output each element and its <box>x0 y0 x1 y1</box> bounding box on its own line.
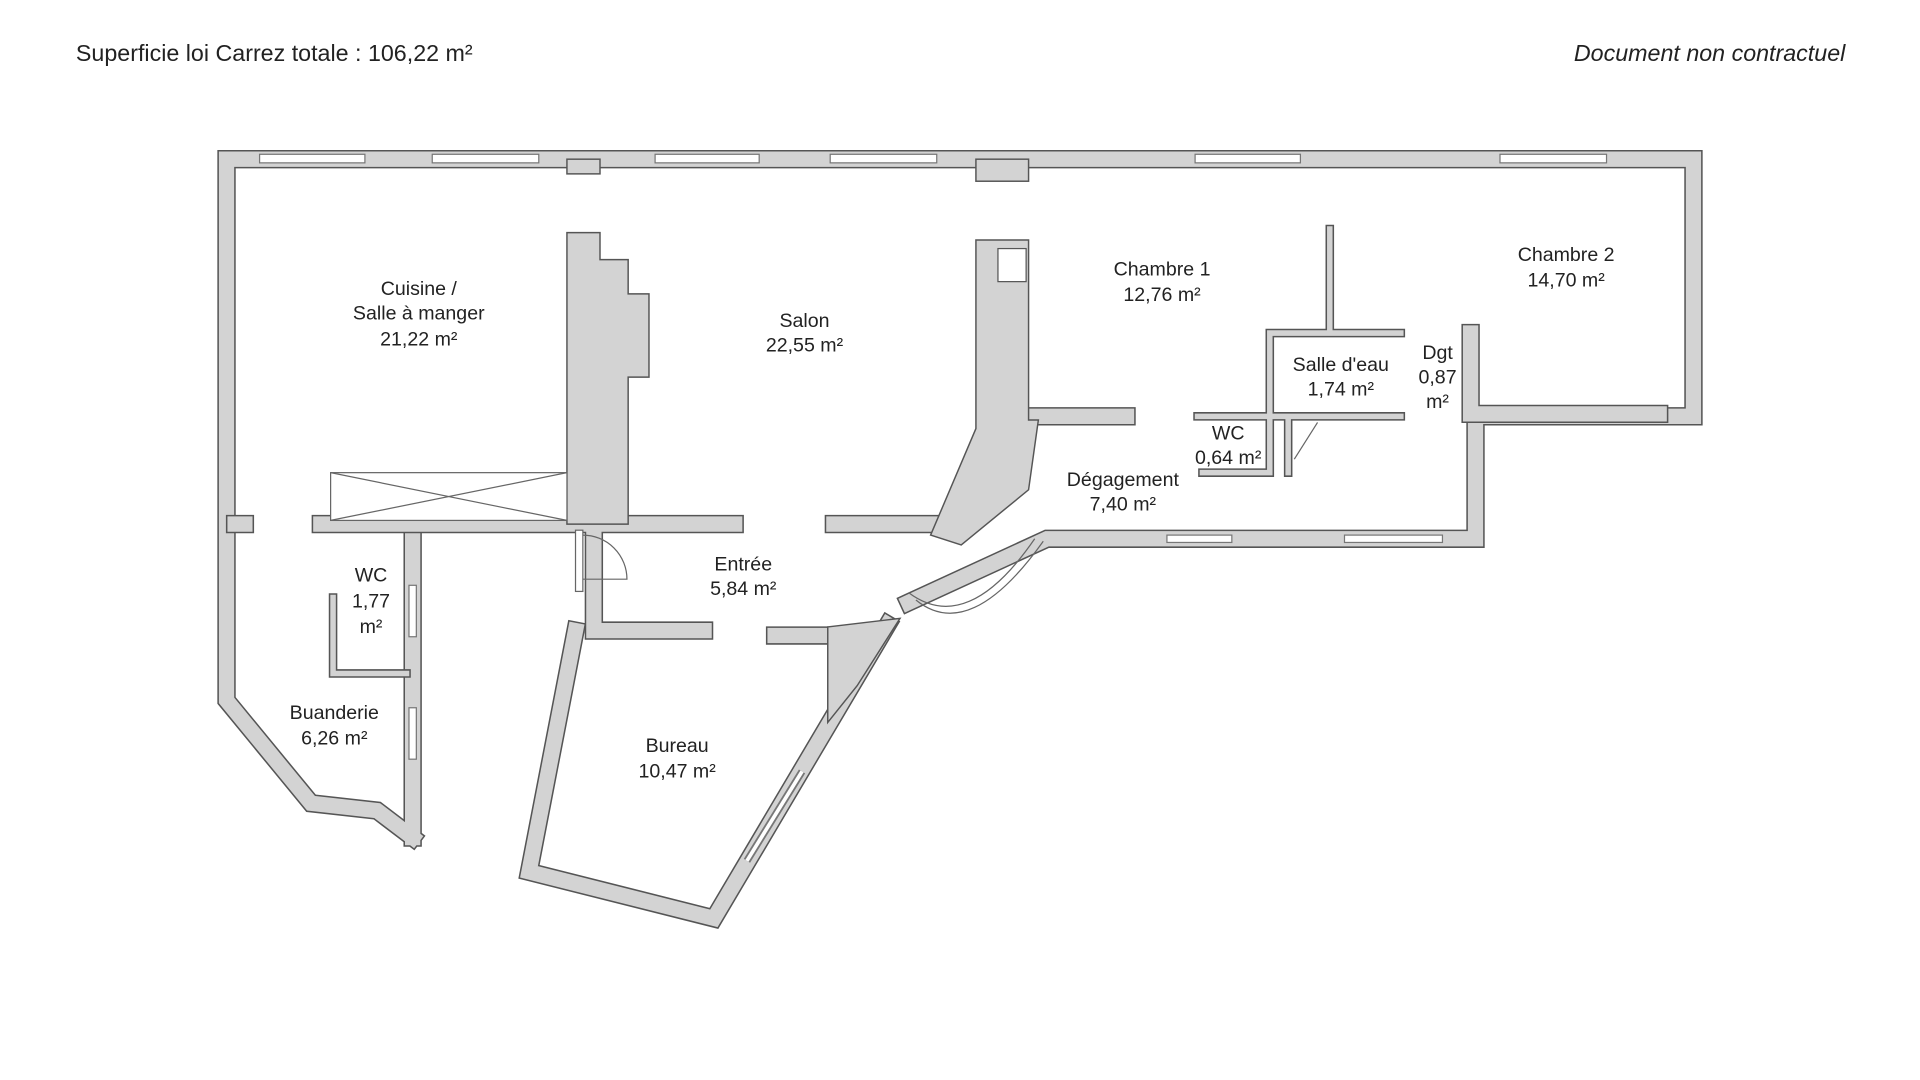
room-unit-dgt: m² <box>1426 391 1449 413</box>
windows <box>258 153 1608 863</box>
room-area-bureau: 10,47 m² <box>639 761 717 783</box>
room-name-cuisine-2: Salle à manger <box>353 303 485 325</box>
room-name-wc2: WC <box>1212 423 1245 445</box>
room-name-salle-eau: Salle d'eau <box>1293 354 1389 376</box>
room-unit-wc1: m² <box>360 616 383 638</box>
room-area-chambre1: 12,76 m² <box>1123 284 1201 306</box>
room-area-salle-eau: 1,74 m² <box>1308 379 1375 401</box>
room-name-buanderie: Buanderie <box>290 702 379 724</box>
walls <box>217 150 1703 929</box>
room-area-wc2: 0,64 m² <box>1195 447 1262 469</box>
room-name-cuisine: Cuisine / <box>381 278 458 300</box>
room-labels: Cuisine / Salle à manger 21,22 m² Salon … <box>290 244 1615 783</box>
room-area-entree: 5,84 m² <box>710 578 777 600</box>
room-name-degagement: Dégagement <box>1067 469 1180 491</box>
room-area-cuisine: 21,22 m² <box>380 328 458 350</box>
door <box>574 529 584 593</box>
total-area-label: Superficie loi Carrez totale : 106,22 m² <box>76 40 473 66</box>
room-name-bureau: Bureau <box>646 735 709 757</box>
room-name-dgt: Dgt <box>1422 342 1453 364</box>
room-area-buanderie: 6,26 m² <box>301 727 368 749</box>
room-area-wc1: 1,77 <box>352 590 390 612</box>
room-area-chambre2: 14,70 m² <box>1527 270 1605 292</box>
room-name-salon: Salon <box>779 310 829 332</box>
room-area-degagement: 7,40 m² <box>1090 494 1157 516</box>
disclaimer-label: Document non contractuel <box>1574 40 1846 66</box>
room-name-wc1: WC <box>355 565 388 587</box>
room-name-entree: Entrée <box>714 554 772 576</box>
room-area-dgt: 0,87 <box>1418 366 1456 388</box>
room-name-chambre1: Chambre 1 <box>1114 259 1211 281</box>
room-area-salon: 22,55 m² <box>766 334 844 356</box>
room-name-chambre2: Chambre 2 <box>1518 244 1615 266</box>
